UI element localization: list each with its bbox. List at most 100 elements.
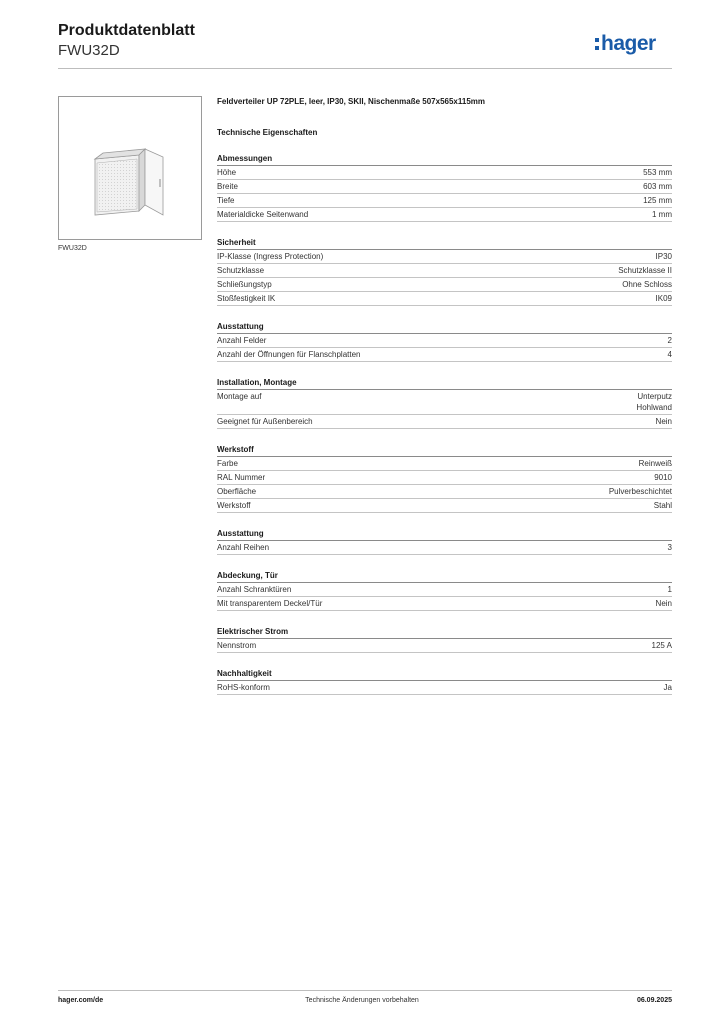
page-title: Produktdatenblatt: [58, 22, 195, 39]
spec-label: RoHS-konform: [217, 683, 270, 692]
spec-label: Tiefe: [217, 196, 235, 205]
spec-value: Pulverbeschichtet: [609, 486, 672, 497]
section-title: Installation, Montage: [217, 377, 672, 390]
spec-label: Montage auf: [217, 392, 262, 401]
footer-divider: [58, 990, 672, 991]
spec-label: RAL Nummer: [217, 473, 266, 482]
spec-label: Höhe: [217, 168, 237, 177]
product-image: [58, 96, 202, 240]
spec-value: Ohne Schloss: [622, 279, 672, 290]
spec-value: Nein: [656, 416, 672, 427]
spec-row: RoHS-konform Ja: [217, 681, 672, 695]
section-title: Ausstattung: [217, 321, 672, 334]
spec-value-line: 1 mm: [652, 210, 672, 219]
spec-value-line: Nein: [655, 599, 672, 608]
section-title: Abmessungen: [217, 153, 672, 166]
spec-value-line: 603 mm: [643, 182, 672, 191]
spec-row: Schließungstyp Ohne Schloss: [217, 278, 672, 292]
specifications: Feldverteiler UP 72PLE, leer, IP30, SKII…: [217, 96, 672, 695]
spec-value: 1 mm: [652, 209, 672, 220]
spec-value: 4: [668, 349, 672, 360]
spec-label: Anzahl Reihen: [217, 543, 270, 552]
svg-text:hager: hager: [601, 32, 656, 55]
spec-value: Nein: [656, 598, 672, 609]
spec-value: 603 mm: [643, 181, 672, 192]
hager-logo: hager: [595, 32, 657, 55]
section-title: Sicherheit: [217, 237, 672, 250]
spec-value-line: 4: [667, 350, 672, 359]
spec-row: Höhe 553 mm: [217, 166, 672, 180]
spec-value: Ja: [664, 682, 672, 693]
spec-value-line: 553 mm: [643, 168, 672, 177]
footer-notice: Technische Änderungen vorbehalten: [305, 997, 419, 1004]
spec-value-line: 1: [667, 585, 672, 594]
spec-value-line: 3: [667, 543, 672, 552]
spec-label: Anzahl Felder: [217, 336, 267, 345]
spec-label: Farbe: [217, 459, 238, 468]
spec-value: 553 mm: [643, 167, 672, 178]
section-title: Abdeckung, Tür: [217, 570, 672, 583]
spec-value-line: Ja: [663, 683, 672, 692]
spec-row: Mit transparentem Deckel/Tür Nein: [217, 597, 672, 611]
image-caption: FWU32D: [58, 245, 87, 252]
spec-value-line: IK09: [655, 294, 672, 303]
spec-value-line: Ohne Schloss: [622, 280, 672, 289]
product-description: Feldverteiler UP 72PLE, leer, IP30, SKII…: [217, 97, 486, 106]
spec-label: Mit transparentem Deckel/Tür: [217, 599, 323, 608]
spec-value-line: Unterputz: [637, 392, 672, 401]
spec-value: IK09: [656, 293, 672, 304]
spec-label: Oberfläche: [217, 487, 257, 496]
spec-label: Geeignet für Außenbereich: [217, 417, 313, 426]
spec-value-line: Reinweiß: [638, 459, 672, 468]
spec-value: 1: [668, 584, 672, 595]
spec-value: Reinweiß: [639, 458, 672, 469]
spec-value: IP30: [656, 251, 672, 262]
spec-label: Schließungstyp: [217, 280, 272, 289]
spec-row: RAL Nummer 9010: [217, 471, 672, 485]
spec-value-line: IP30: [655, 252, 672, 261]
spec-row: Farbe Reinweiß: [217, 457, 672, 471]
spec-label: Breite: [217, 182, 238, 191]
spec-value-line: Hohlwand: [636, 403, 672, 412]
spec-value: 125 mm: [643, 195, 672, 206]
section-title: Ausstattung: [217, 528, 672, 541]
spec-row: Oberfläche Pulverbeschichtet: [217, 485, 672, 499]
spec-row: Anzahl Reihen 3: [217, 541, 672, 555]
product-code: FWU32D: [58, 42, 120, 59]
spec-row: Anzahl Schranktüren 1: [217, 583, 672, 597]
spec-value: 9010: [654, 472, 672, 483]
footer-date: 06.09.2025: [636, 997, 672, 1004]
technical-properties-heading: Technische Eigenschaften: [217, 128, 318, 137]
spec-row: Stoßfestigkeit IK IK09: [217, 292, 672, 306]
spec-label: Schutzklasse: [217, 266, 265, 275]
spec-value: 3: [668, 542, 672, 553]
spec-row: Anzahl Felder 2: [217, 334, 672, 348]
spec-value: Schutzklasse II: [618, 265, 672, 276]
section-title: Elektrischer Strom: [217, 626, 672, 639]
spec-value-line: Pulverbeschichtet: [608, 487, 672, 496]
spec-value: 2: [668, 335, 672, 346]
spec-label: Anzahl Schranktüren: [217, 585, 292, 594]
spec-label: IP-Klasse (Ingress Protection): [217, 252, 324, 261]
spec-row: Breite 603 mm: [217, 180, 672, 194]
spec-value-line: 125 A: [651, 641, 672, 650]
spec-value-line: 125 mm: [643, 196, 672, 205]
spec-row: Schutzklasse Schutzklasse II: [217, 264, 672, 278]
spec-label: Werkstoff: [217, 501, 251, 510]
spec-value: 125 A: [652, 640, 672, 651]
distribution-board-illustration: [93, 148, 164, 216]
spec-label: Stoßfestigkeit IK: [217, 294, 276, 303]
footer-website: hager.com/de: [58, 997, 104, 1004]
